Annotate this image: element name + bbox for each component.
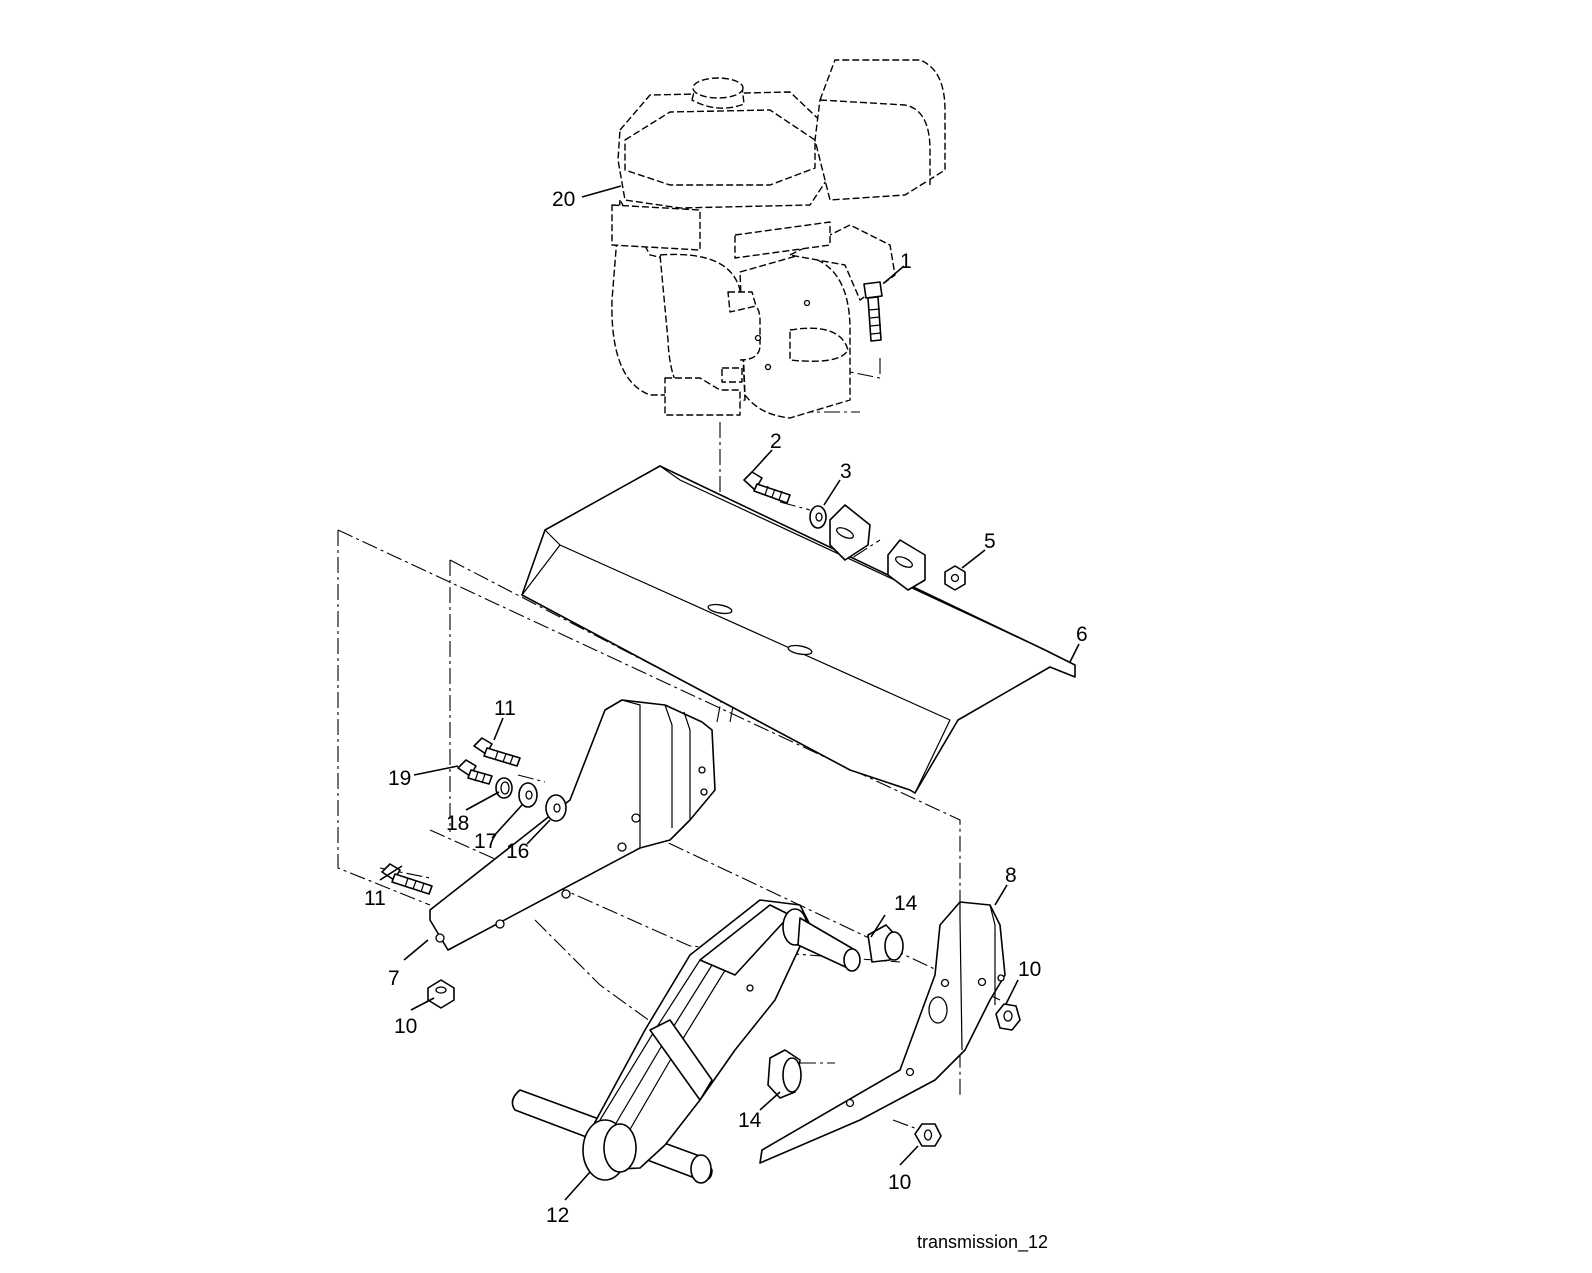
- callout-7: 7: [388, 967, 400, 990]
- callout-labels: 20 1 2 3 5 6 11 19 18 17 16 11 7 10 14 8…: [364, 188, 1088, 1227]
- washer-16: [545, 794, 567, 822]
- figure-caption: transmission_12: [917, 1232, 1048, 1253]
- callout-1: 1: [900, 250, 912, 273]
- leader-lines: [379, 185, 1080, 1201]
- bracket-left: [429, 699, 716, 951]
- callout-14-lower: 14: [738, 1109, 762, 1132]
- callout-6: 6: [1076, 623, 1088, 646]
- bracket-right: [759, 901, 1006, 1164]
- spacer-14-lower: [767, 1049, 802, 1099]
- spacer-14-upper: [867, 924, 904, 963]
- bolt-1: [863, 281, 883, 342]
- callout-12: 12: [546, 1204, 569, 1227]
- callout-17: 17: [474, 830, 497, 853]
- callout-19: 19: [388, 767, 411, 790]
- callout-8: 8: [1005, 864, 1017, 887]
- callout-10-left: 10: [394, 1015, 417, 1038]
- nut-10-bottom: [914, 1123, 942, 1147]
- washer-3: [809, 505, 827, 529]
- washer-17: [518, 782, 538, 808]
- callout-11-lower: 11: [364, 887, 386, 910]
- callout-2: 2: [770, 430, 782, 453]
- washer-18: [495, 777, 513, 799]
- nut-10-left: [427, 979, 455, 1009]
- callout-11-upper: 11: [494, 697, 516, 720]
- callout-5: 5: [984, 530, 996, 553]
- transmission-chain-case: [511, 899, 861, 1184]
- callout-16: 16: [506, 840, 529, 863]
- callout-18: 18: [446, 812, 469, 835]
- callout-10-right: 10: [1018, 958, 1041, 981]
- bolt-11-lower: [381, 863, 433, 895]
- nut-5: [944, 565, 966, 591]
- nut-10-right: [995, 1003, 1021, 1031]
- callout-3: 3: [840, 460, 852, 483]
- bolt-19: [457, 759, 493, 785]
- callout-20: 20: [552, 188, 575, 211]
- callout-10-bottom: 10: [888, 1171, 911, 1194]
- callout-14-upper: 14: [894, 892, 918, 915]
- tine-shield: [521, 465, 1076, 794]
- engine: [611, 59, 946, 419]
- bolt-11-upper: [473, 737, 521, 767]
- bolt-2: [743, 471, 791, 504]
